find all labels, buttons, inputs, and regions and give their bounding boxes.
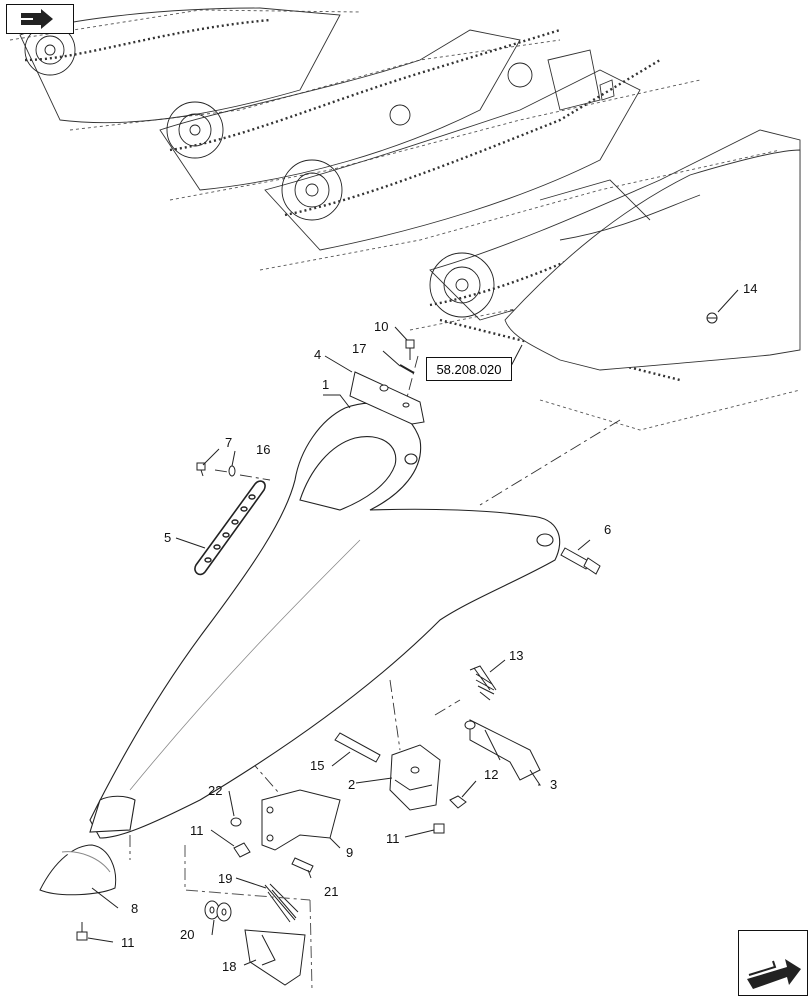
washer-part-16 (228, 465, 236, 477)
pin-part-17 (399, 364, 415, 374)
callout-7: 7 (225, 435, 233, 450)
callout-22: 22 (208, 783, 223, 798)
callout-18: 18 (222, 959, 237, 974)
section-reference-label[interactable]: 58.208.020 (426, 357, 512, 381)
previous-page-icon (21, 9, 53, 29)
callout-11-bottom: 11 (121, 935, 135, 950)
callout-20: 20 (180, 927, 195, 942)
callout-19: 19 (218, 871, 233, 886)
bolt-part-10 (405, 339, 415, 360)
spring-part-19 (264, 883, 299, 923)
next-page-icon (747, 959, 801, 989)
nose-cone-part-8 (39, 844, 117, 896)
assembly-lines (129, 355, 621, 860)
nut-part-11-mid (433, 823, 445, 834)
latch-part-18 (244, 929, 306, 986)
bolt-part-15 (334, 732, 381, 763)
callout-8: 8 (131, 901, 139, 916)
callout-16: 16 (256, 442, 271, 457)
next-page-button[interactable] (738, 930, 808, 996)
row-divider-part-1 (89, 402, 561, 839)
leader-lines (87, 289, 739, 966)
callout-10: 10 (374, 319, 389, 334)
callout-13: 13 (509, 648, 524, 663)
bolt-14 (706, 312, 718, 324)
spring-part-13 (469, 665, 497, 701)
callout-2: 2 (348, 777, 356, 792)
bracket-part-2 (389, 744, 441, 811)
previous-page-button[interactable] (6, 4, 74, 34)
wear-strip-part-5 (194, 480, 266, 576)
callout-11-left: 11 (190, 823, 204, 838)
callout-5: 5 (164, 530, 172, 545)
row-unit-chain-assemblies (9, 7, 801, 431)
callout-17: 17 (352, 341, 367, 356)
bolt-part-7 (196, 462, 206, 477)
callout-15: 15 (310, 758, 325, 773)
callout-6: 6 (604, 522, 612, 537)
callout-9: 9 (346, 845, 354, 860)
callout-11-mid: 11 (386, 831, 400, 846)
bolt-11-bottom (76, 922, 88, 941)
plate-part-4 (349, 371, 425, 425)
washers-part-20 (204, 900, 232, 922)
bracket-part-9 (261, 789, 341, 851)
callout-3: 3 (550, 777, 558, 792)
nut-part-12 (449, 795, 467, 809)
washer-part-22 (230, 817, 242, 827)
bolt-part-21 (291, 857, 314, 873)
bracket-part-3 (464, 719, 541, 781)
callout-21: 21 (324, 884, 339, 899)
callout-4: 4 (314, 347, 322, 362)
callout-12: 12 (484, 767, 499, 782)
bolt-part-6 (560, 547, 601, 575)
bolt-part-11-left (233, 842, 251, 858)
callout-14: 14 (743, 281, 758, 296)
callout-1: 1 (322, 377, 330, 392)
